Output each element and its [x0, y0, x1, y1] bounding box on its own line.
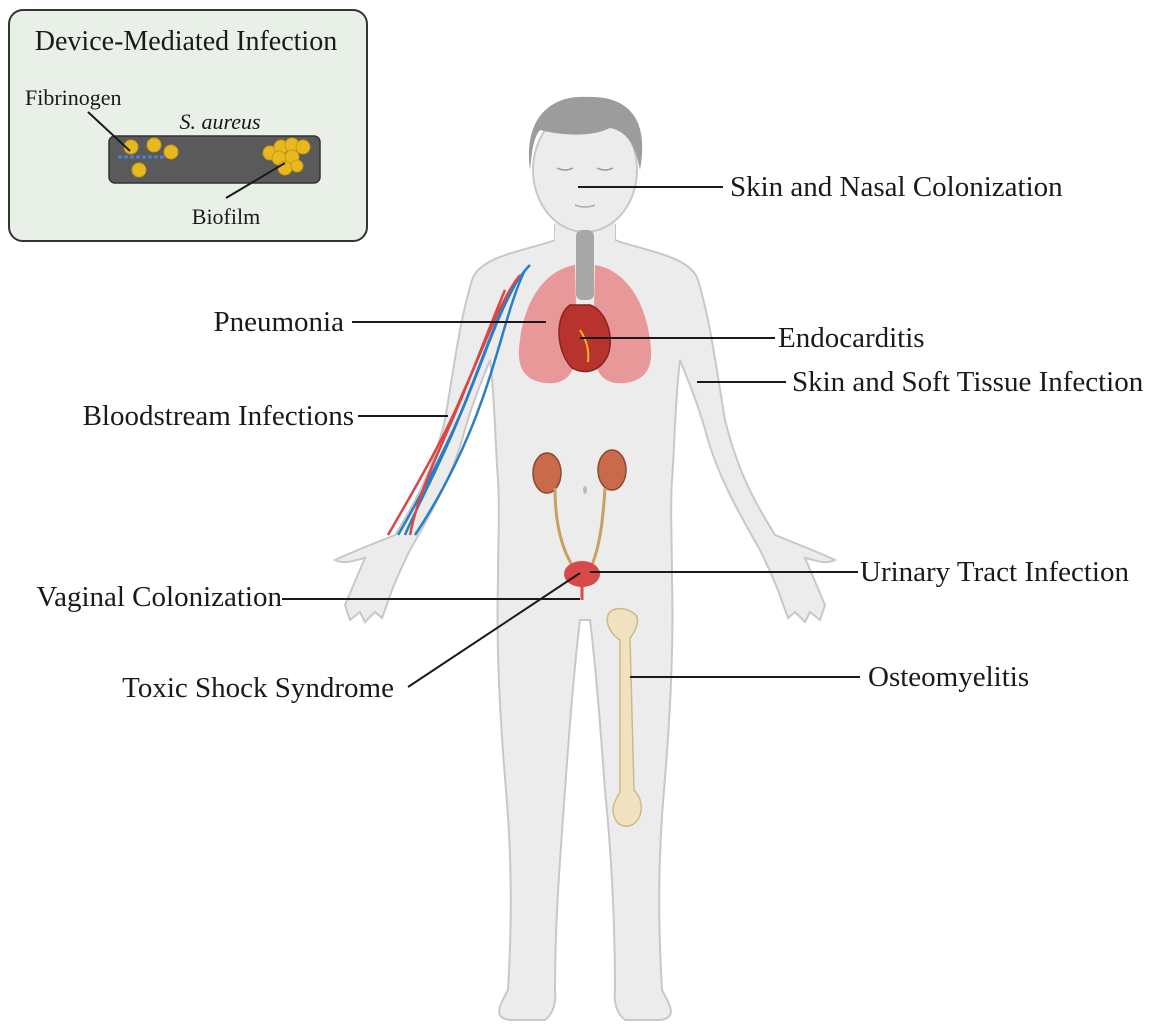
- label-skin-nasal: Skin and Nasal Colonization: [730, 171, 1063, 203]
- organism-label: S. aureus: [179, 109, 260, 134]
- bacterium: [296, 140, 310, 154]
- label-vaginal: Vaginal Colonization: [36, 581, 282, 613]
- label-pneumonia: Pneumonia: [214, 306, 345, 338]
- biofilm-label: Biofilm: [192, 204, 260, 229]
- left-kidney: [533, 453, 561, 493]
- bladder: [564, 561, 600, 587]
- label-endocarditis: Endocarditis: [778, 322, 925, 354]
- label-osteomyelitis: Osteomyelitis: [868, 661, 1029, 693]
- right-kidney: [598, 450, 626, 490]
- bacterium: [147, 138, 161, 152]
- label-uti: Urinary Tract Infection: [860, 556, 1129, 588]
- label-skin-soft-tissue: Skin and Soft Tissue Infection: [792, 366, 1144, 398]
- device-infection-inset: Device-Mediated Infection Fibrinogen S. …: [9, 10, 367, 241]
- inset-title: Device-Mediated Infection: [35, 26, 337, 57]
- fibrinogen-label: Fibrinogen: [25, 85, 122, 110]
- trachea: [576, 230, 594, 300]
- label-bloodstream: Bloodstream Infections: [83, 400, 354, 432]
- bacterium: [291, 160, 303, 172]
- bacterium: [164, 145, 178, 159]
- navel: [583, 486, 587, 494]
- bacterium: [132, 163, 146, 177]
- label-toxic-shock: Toxic Shock Syndrome: [122, 672, 394, 704]
